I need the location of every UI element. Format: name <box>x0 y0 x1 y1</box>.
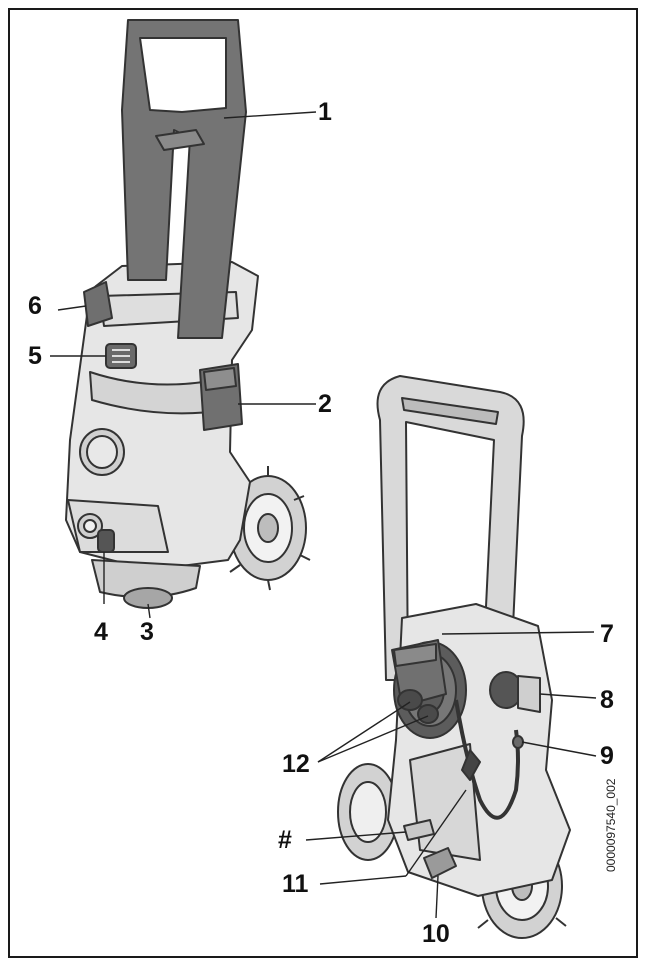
callout-hash: # <box>278 826 292 854</box>
callout-5: 5 <box>28 342 42 370</box>
accessory-holder-left <box>83 281 113 327</box>
front-view-device <box>65 19 311 609</box>
callout-2: 2 <box>318 390 332 418</box>
hose-coupling <box>423 847 457 879</box>
back-view-device <box>337 375 571 939</box>
leader-lines <box>50 111 597 919</box>
callout-4: 4 <box>94 618 108 646</box>
nozzle-holder-a <box>397 689 423 711</box>
callout-1: 1 <box>318 98 332 126</box>
callout-10: 10 <box>422 920 450 948</box>
callout-3: 3 <box>140 618 154 646</box>
cord-clip <box>512 735 524 749</box>
callout-12: 12 <box>282 750 310 778</box>
callout-6: 6 <box>28 292 42 320</box>
high-pressure-outlet <box>97 529 115 553</box>
callout-11: 11 <box>282 870 309 898</box>
callout-9: 9 <box>600 742 614 770</box>
callout-8: 8 <box>600 686 614 714</box>
callout-7: 7 <box>600 620 614 648</box>
document-code: 0000097540_002 <box>604 778 618 872</box>
nozzle-holder-b <box>417 704 439 724</box>
